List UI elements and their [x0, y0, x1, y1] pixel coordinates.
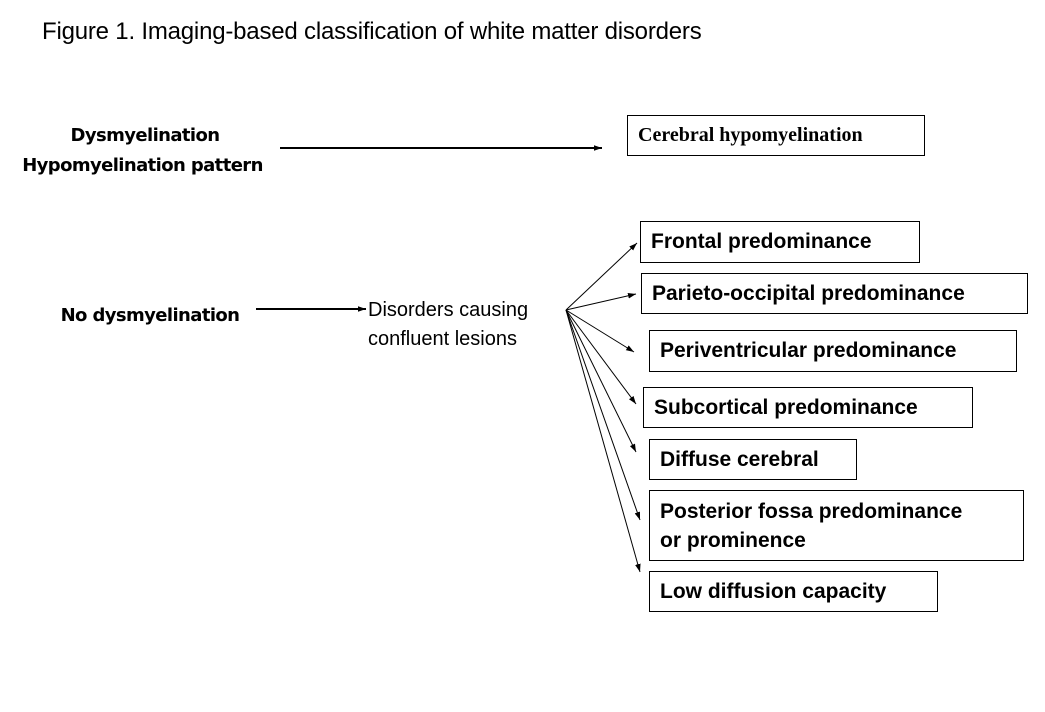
box-periventricular-predominance: Periventricular predominance: [649, 330, 1017, 372]
label-dysmyelination: Dysmyelination: [70, 125, 221, 146]
box-low-diffusion-capacity: Low diffusion capacity: [649, 571, 938, 612]
arrow-to-category-7: [565, 309, 641, 573]
fan-arrows: [565, 242, 641, 573]
figure-title: Figure 1. Imaging-based classification o…: [42, 18, 702, 45]
box-posterior-fossa-line2: or prominence: [660, 528, 806, 552]
arrow-to-category-5: [565, 309, 637, 453]
label-no-dysmyelination: No dysmyelination: [60, 305, 240, 326]
node-confluent-lesions-line1: Disorders causing: [368, 299, 529, 321]
node-confluent-lesions-line2: confluent lesions: [368, 328, 517, 350]
node-confluent-lesions: Disorders causing confluent lesions: [368, 296, 528, 354]
box-parieto-occipital-predominance: Parieto-occipital predominance: [641, 273, 1028, 314]
box-posterior-fossa-line1: Posterior fossa predominance: [660, 499, 963, 523]
box-posterior-fossa-predominance: Posterior fossa predominance or prominen…: [649, 490, 1024, 561]
box-frontal-predominance: Frontal predominance: [640, 221, 920, 263]
box-subcortical-predominance: Subcortical predominance: [643, 387, 973, 428]
label-hypomyelination-pattern: Hypomyelination pattern: [22, 155, 263, 176]
arrow-to-category-6: [565, 309, 641, 521]
arrow-to-category-4: [565, 309, 637, 405]
box-diffuse-cerebral: Diffuse cerebral: [649, 439, 857, 480]
arrow-to-category-2: [565, 293, 637, 311]
arrow-to-category-3: [565, 309, 635, 353]
arrow-to-category-1: [565, 242, 638, 311]
box-cerebral-hypomyelination: Cerebral hypomyelination: [627, 115, 925, 156]
